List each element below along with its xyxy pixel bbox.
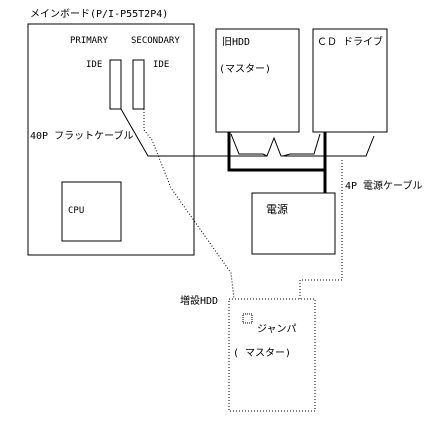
ide-primary-connector xyxy=(109,59,122,110)
secondary-label: SECONDARY xyxy=(131,36,180,46)
ide-secondary-label: IDE xyxy=(153,60,169,70)
old-hdd-box xyxy=(215,28,300,133)
power-cable-label: 4P 電源ケーブル xyxy=(345,179,422,192)
motherboard-box xyxy=(27,23,195,256)
cd-drive-title: ＣＤ ドライブ xyxy=(317,35,383,48)
added-hdd-role: ( マスター) xyxy=(233,347,291,359)
flat-cable-cd-branch xyxy=(282,133,321,157)
power-cable-old-hdd xyxy=(227,132,325,172)
primary-label: PRIMARY xyxy=(70,36,109,46)
flat-cable-added-hdd xyxy=(143,109,235,300)
ide-primary-label: IDE xyxy=(86,60,102,70)
cpu-box xyxy=(61,181,122,242)
flat-cable-label: 40P フラットケーブル xyxy=(30,129,133,142)
motherboard-label: メインボード(P/I-P55T2P4) xyxy=(30,8,168,20)
jumper-label: ジャンパ xyxy=(257,323,297,335)
power-supply-box xyxy=(251,192,336,255)
added-hdd-title: 増設HDD xyxy=(180,294,218,307)
old-hdd-title: 旧HDD xyxy=(222,36,250,48)
cpu-label: CPU xyxy=(68,206,84,216)
flat-cable-old-hdd-branch xyxy=(230,133,268,157)
flat-cable xyxy=(120,108,375,157)
cd-drive-box xyxy=(312,28,388,133)
old-hdd-role: (マスター) xyxy=(219,63,271,75)
jumper-icon xyxy=(242,313,253,324)
added-hdd-box xyxy=(228,298,316,412)
power-supply-title: 電源 xyxy=(266,202,288,216)
power-cable-added-hdd xyxy=(299,160,343,299)
ide-secondary-connector xyxy=(132,59,145,110)
